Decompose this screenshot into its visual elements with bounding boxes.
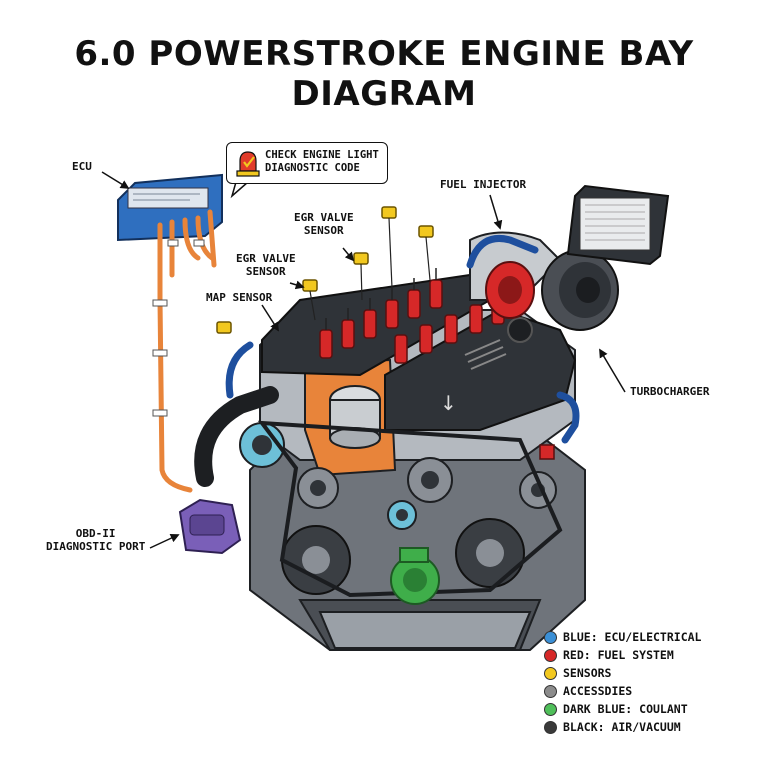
fuel-injector-leader [489, 194, 503, 230]
egr-lower-line1: EGR VALVE [236, 252, 296, 265]
pressure-sensor [539, 444, 555, 460]
color-legend: BLUE: ECU/ELECTRICAL RED: FUEL SYSTEM SE… [544, 628, 701, 736]
legend-swatch [544, 648, 557, 662]
legend-item: RED: FUEL SYSTEM [544, 646, 701, 664]
turbocharger-label: TURBOCHARGER [630, 385, 710, 398]
egr-valve-sensor-lower-label: EGR VALVE SENSOR [236, 252, 296, 278]
ecu-leader [101, 171, 130, 189]
legend-label: SENSORS [563, 666, 612, 680]
map-sensor-label: MAP SENSOR [206, 291, 273, 304]
legend-swatch [544, 684, 557, 698]
coolant-pump [390, 547, 440, 605]
coolant-hoses [225, 235, 580, 444]
egr-valve-sensor-upper-label: EGR VALVE SENSOR [294, 211, 354, 237]
air-filter [566, 184, 670, 266]
pulleys [239, 422, 557, 595]
page-title: 6.0 POWERSTROKE ENGINE BAY DIAGRAM [74, 34, 694, 114]
legend-item: DARK BLUE: COULANT [544, 700, 701, 718]
egr-lower-line2: SENSOR [245, 265, 286, 278]
egr-upper-line1: EGR VALVE [294, 211, 354, 224]
fuel-injector-label: FUEL INJECTOR [440, 178, 527, 191]
check-engine-callout: CHECK ENGINE LIGHT DIAGNOSTIC CODE [226, 142, 388, 184]
obd-port [178, 498, 242, 555]
legend-label: BLUE: ECU/ELECTRICAL [563, 630, 702, 644]
legend-swatch [544, 720, 557, 734]
check-engine-line1: CHECK ENGINE LIGHT [265, 149, 379, 161]
air-intake-hose [194, 386, 279, 487]
legend-label: ACCESSDIES [563, 684, 633, 698]
legend-item: BLUE: ECU/ELECTRICAL [544, 628, 701, 646]
obd-line1: OBD-II [75, 527, 116, 540]
legend-swatch [544, 630, 557, 644]
legend-item: SENSORS [544, 664, 701, 682]
turbocharger-leader [599, 348, 626, 393]
map-sensor-leader [261, 304, 279, 332]
legend-label: RED: FUEL SYSTEM [563, 648, 674, 662]
legend-swatch [544, 666, 557, 680]
obd-line2: DIAGNOSTIC PORT [46, 540, 146, 553]
egr-upper-leader [342, 247, 355, 262]
intake-manifold [304, 358, 397, 477]
obd-port-label: OBD-II DIAGNOSTIC PORT [46, 527, 145, 553]
egr-lower-leader [289, 280, 305, 290]
ecu-label: ECU [72, 160, 92, 173]
legend-label: BLACK: AIR/VACUUM [563, 720, 681, 734]
turbocharger [469, 231, 619, 331]
legend-item: ACCESSDIES [544, 682, 701, 700]
svg-text:↓: ↓ [440, 391, 457, 415]
egr-upper-line2: SENSOR [303, 224, 344, 237]
warning-light-icon [236, 151, 260, 177]
legend-swatch [544, 702, 557, 716]
legend-label: DARK BLUE: COULANT [563, 702, 688, 716]
callout-tail [230, 181, 249, 199]
legend-item: BLACK: AIR/VACUUM [544, 718, 701, 736]
obd-leader [149, 533, 180, 549]
check-engine-line2: DIAGNOSTIC CODE [265, 162, 360, 174]
sensors [216, 206, 434, 334]
